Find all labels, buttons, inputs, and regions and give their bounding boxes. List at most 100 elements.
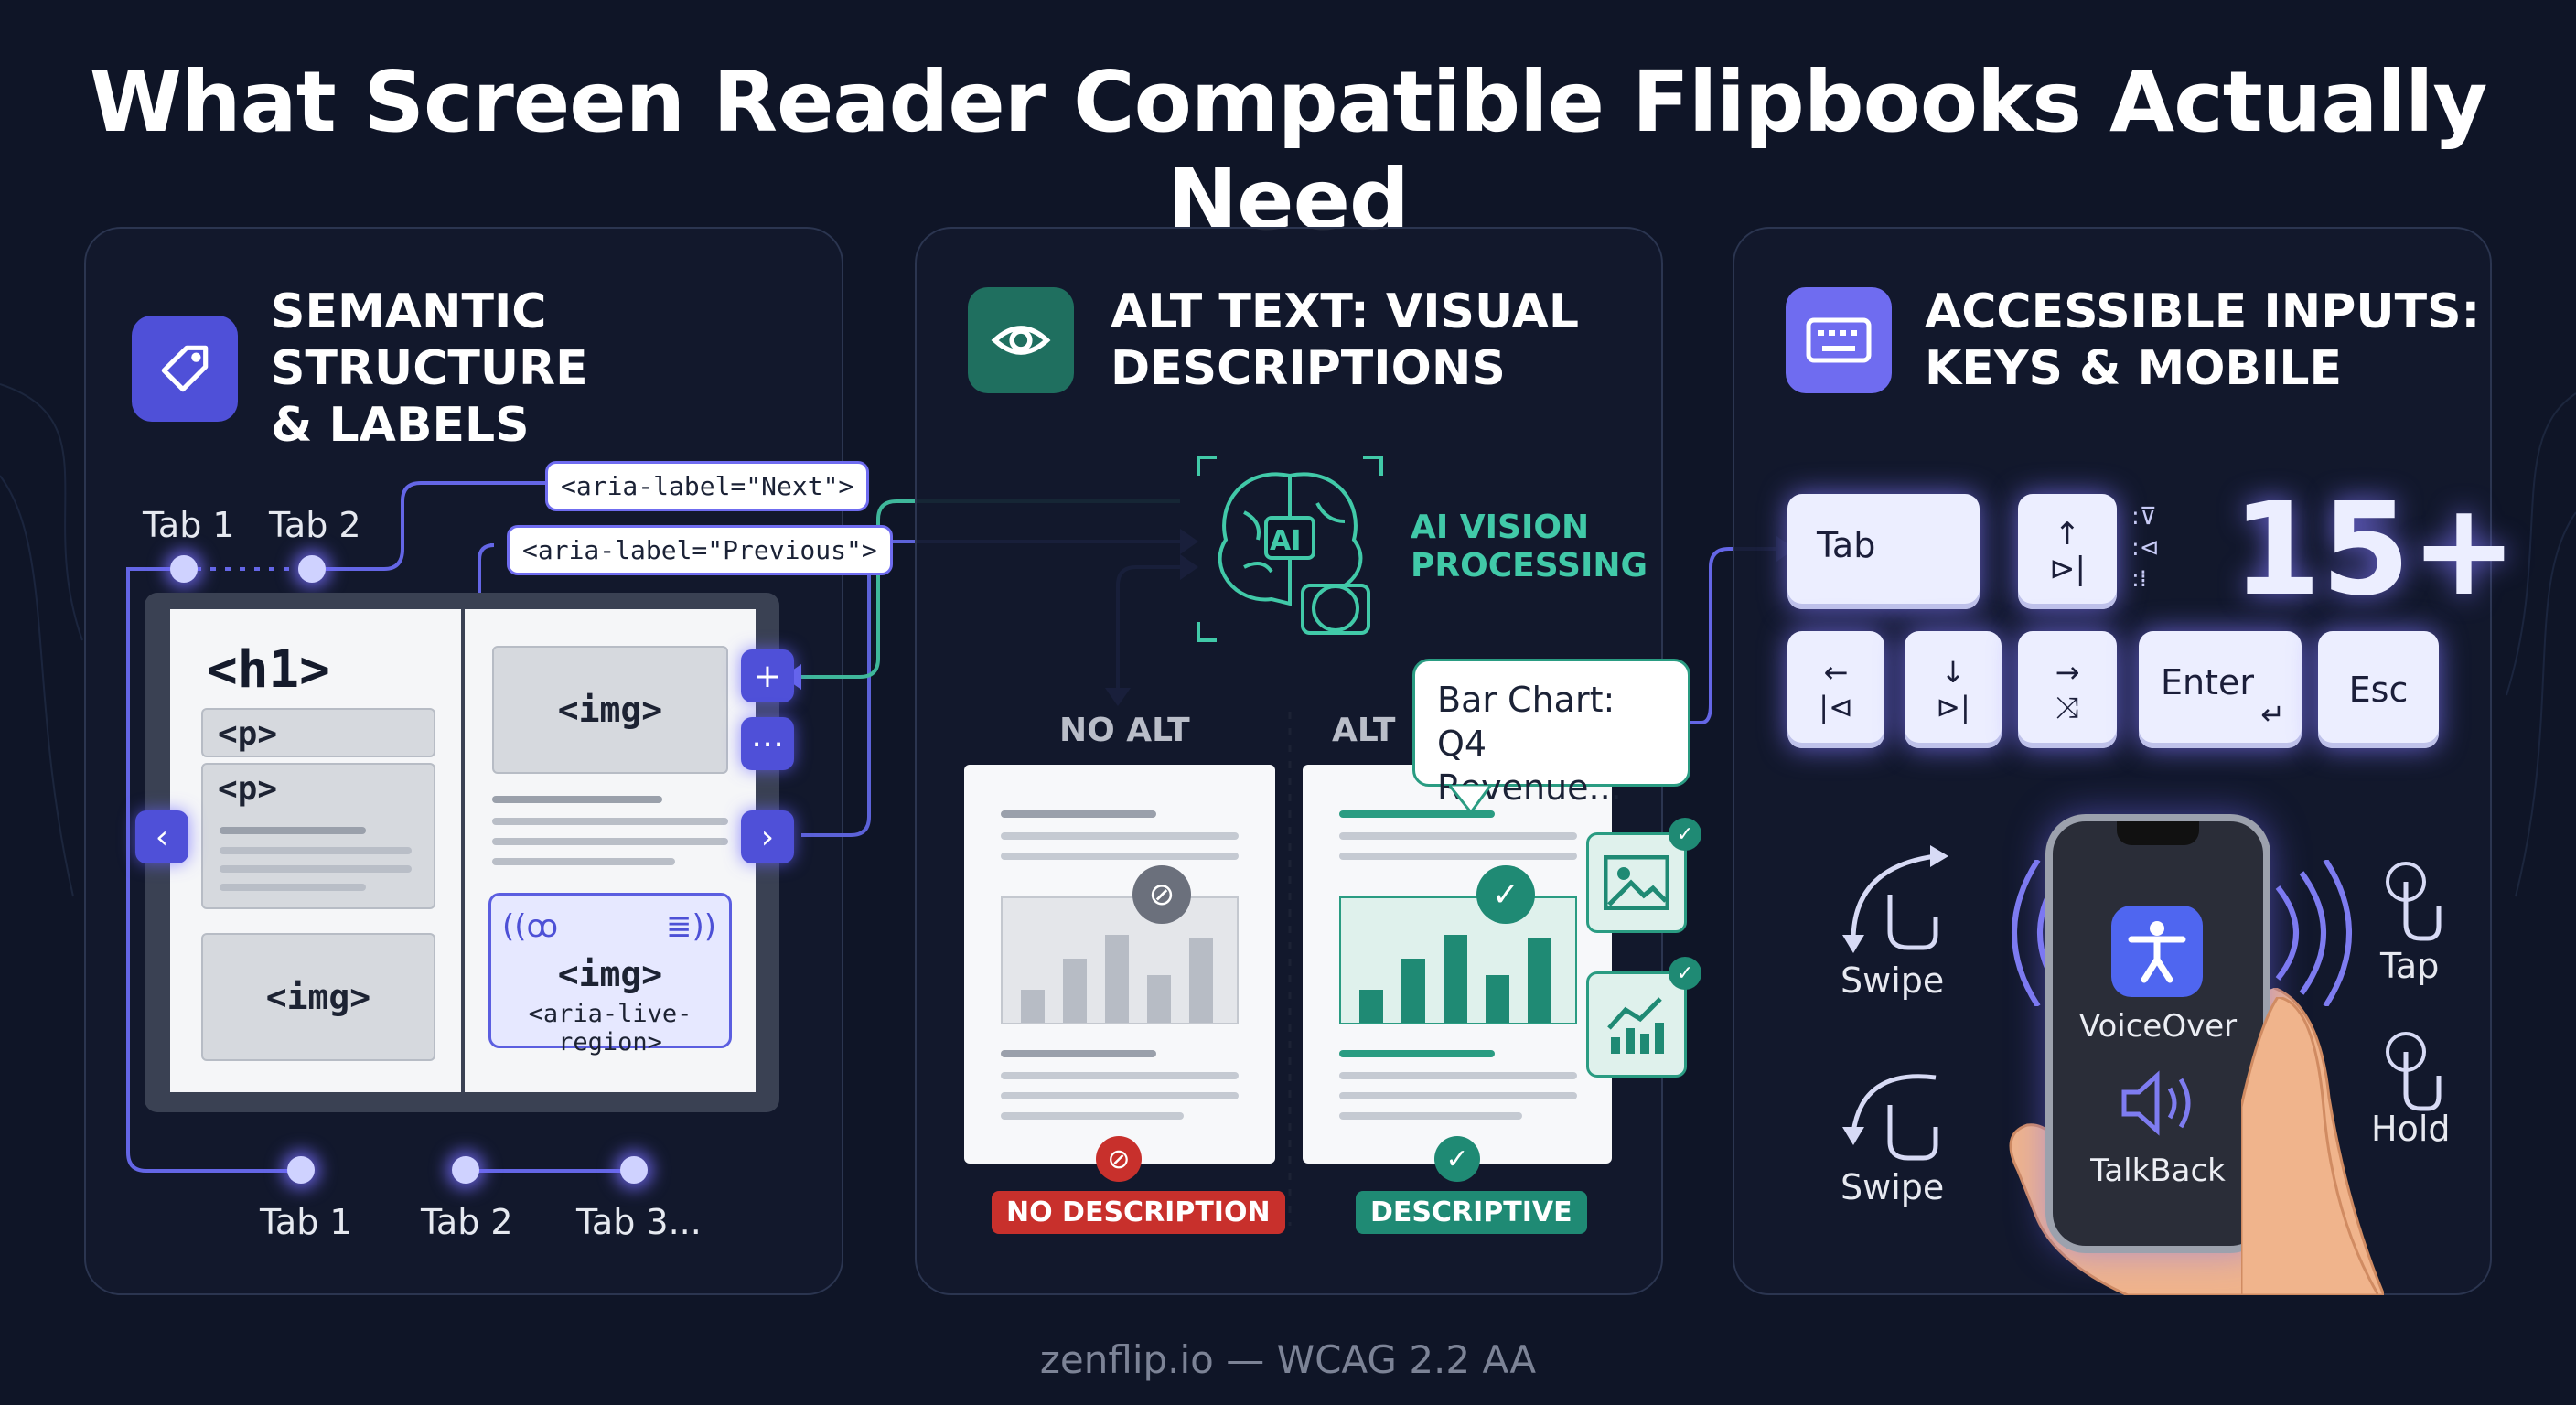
enter-key-label: Enter — [2161, 662, 2254, 702]
tag-icon — [132, 316, 238, 422]
panel-title-line2: DESCRIPTIONS — [1111, 341, 1506, 396]
img-tag: <img> — [492, 646, 728, 774]
no-alt-document: ⊘ — [964, 765, 1275, 1164]
arrow-right-key: →⤨ — [2018, 631, 2117, 748]
return-icon: ↵ — [2260, 697, 2285, 732]
no-icon: ⊘ — [1096, 1136, 1142, 1182]
esc-key-label: Esc — [2348, 670, 2409, 710]
p-tag: <p> — [218, 770, 278, 808]
arrow-down-key: ↓⊳| — [1905, 631, 2002, 748]
check-icon: ✓ — [1669, 957, 1701, 990]
ai-to-image-connector — [801, 499, 1180, 679]
check-icon: ✓ — [1669, 818, 1701, 851]
panel-title: SEMANTIC STRUCTURE & LABELS — [271, 284, 842, 454]
sound-waves-icon — [2275, 860, 2352, 1006]
talkback-label: TalkBack — [2090, 1153, 2226, 1189]
bubble-tail — [1449, 785, 1493, 815]
esc-key: Esc — [2318, 631, 2439, 748]
panel-header: SEMANTIC STRUCTURE & LABELS — [132, 284, 842, 454]
enter-key: Enter↵ — [2139, 631, 2302, 748]
voiceover-label: VoiceOver — [2078, 1008, 2238, 1045]
arrow-left-icon: ← — [1823, 655, 1849, 690]
check-icon: ✓ — [1434, 1136, 1480, 1182]
ai-vision-label: AI VISION PROCESSING — [1411, 509, 1648, 585]
zoom-in-button[interactable]: + — [741, 649, 794, 702]
top-tab-2: Tab 2 — [269, 505, 361, 545]
next-page-button[interactable]: › — [741, 810, 794, 863]
no-alt-label: NO ALT — [1059, 712, 1190, 749]
ai-chip: AI — [1270, 525, 1302, 557]
img-tag: <img> — [201, 933, 435, 1061]
thumb-icon — [2241, 997, 2378, 1295]
speaker-icon — [2119, 1067, 2201, 1140]
tab-dot — [170, 555, 198, 583]
panel-title-line1: SEMANTIC STRUCTURE — [271, 284, 588, 396]
ai-brain-icon — [1197, 456, 1383, 642]
speaker-waves-icon: ((ꝏ — [502, 908, 559, 945]
bottom-tab-2: Tab 2 — [421, 1202, 513, 1242]
swipe-icon — [1842, 1074, 1938, 1161]
bottom-tab-1: Tab 1 — [260, 1202, 352, 1242]
described-chart — [1339, 896, 1577, 1024]
flipbook: <h1> <p> <p> <img> <img> ((ꝏ ≣)) <img> <… — [145, 593, 779, 1112]
chart-icon — [1586, 971, 1687, 1078]
aria-prev-connector — [478, 543, 495, 593]
p-tag: <p> — [201, 708, 435, 757]
hold-icon — [2386, 1032, 2442, 1111]
h1-tag: <h1> — [207, 640, 330, 700]
skip-forward-icon: ⊳| — [1936, 690, 1970, 724]
alt-document: ✓ — [1303, 765, 1612, 1164]
tab-dot — [287, 1156, 315, 1184]
ai-vision-line1: AI VISION — [1411, 509, 1590, 546]
page-title: What Screen Reader Compatible Flipbooks … — [89, 53, 2488, 249]
aria-next-connector — [311, 481, 547, 571]
descriptive-tag: DESCRIPTIVE — [1356, 1191, 1587, 1234]
tab-dot — [452, 1156, 479, 1184]
phone: VoiceOver TalkBack — [2045, 814, 2270, 1253]
tap-label: Tap — [2380, 946, 2440, 986]
text-lines-icon: ≣)) — [665, 908, 716, 945]
tab-dot — [620, 1156, 648, 1184]
swipe-label: Swipe — [1841, 1167, 1945, 1207]
panel-title-line2: & LABELS — [271, 398, 530, 453]
no-description-tag: NO DESCRIPTION — [992, 1191, 1285, 1234]
ai-vision-line2: PROCESSING — [1411, 547, 1648, 585]
tab-key: Tab — [1787, 494, 1980, 609]
top-tab-1: Tab 1 — [143, 505, 235, 545]
check-icon: ✓ — [1476, 865, 1535, 924]
arrow-left-key: ←|⊲ — [1787, 631, 1884, 748]
left-tab-line — [126, 567, 302, 1173]
shortcut-count: 15+ — [2232, 476, 2518, 625]
skip-back-icon: |⊲ — [1819, 690, 1853, 724]
more-options-button[interactable]: ⋯ — [741, 717, 794, 770]
footer-credit: zenflip.io — WCAG 2.2 AA — [1039, 1337, 1537, 1382]
swipe-label: Swipe — [1841, 960, 1945, 1001]
arrow-down-icon: ↓ — [1940, 655, 1966, 690]
panel-title: ALT TEXT: VISUAL DESCRIPTIONS — [1111, 284, 1579, 397]
previous-page-button[interactable]: ‹ — [135, 810, 188, 863]
bubble-line1: Bar Chart: — [1437, 680, 1615, 720]
right-page: <img> ((ꝏ ≣)) <img> <aria-live-region> — [465, 609, 756, 1092]
left-page: <h1> <p> <p> <img> — [170, 609, 461, 1092]
panel-title: ACCESSIBLE INPUTS: KEYS & MOBILE — [1925, 284, 2480, 397]
aria-label-next: <aria-label="Next"> — [545, 461, 870, 511]
aria-live-region-tag: <aria-live-region> — [528, 1000, 692, 1056]
arrow-up-icon: ↑ — [2054, 516, 2081, 552]
aria-live-region-block: ((ꝏ ≣)) <img> <aria-live-region> — [488, 893, 732, 1056]
arrow-right-icon: → — [2055, 655, 2080, 690]
phone-notch — [2117, 821, 2199, 845]
shortcut-hints-icon: :⊽:⊲:⁞ — [2131, 503, 2160, 593]
panel-title-line2: KEYS & MOBILE — [1925, 341, 2343, 396]
aria-label-previous: <aria-label="Previous"> — [507, 525, 893, 575]
arrow-up-key: ↑⊳| — [2018, 494, 2117, 609]
accessibility-icon — [2111, 906, 2203, 997]
image-icon — [1586, 832, 1687, 933]
tab-dot — [298, 555, 326, 583]
swipe-icon — [1842, 845, 1948, 953]
bubble-to-keys-connector — [1690, 547, 1776, 724]
keyboard-icon — [1786, 287, 1892, 393]
panel-title-line1: ALT TEXT: VISUAL — [1111, 284, 1580, 339]
missing-chart — [1001, 896, 1239, 1024]
eye-off-icon: ⊘ — [1132, 865, 1191, 924]
